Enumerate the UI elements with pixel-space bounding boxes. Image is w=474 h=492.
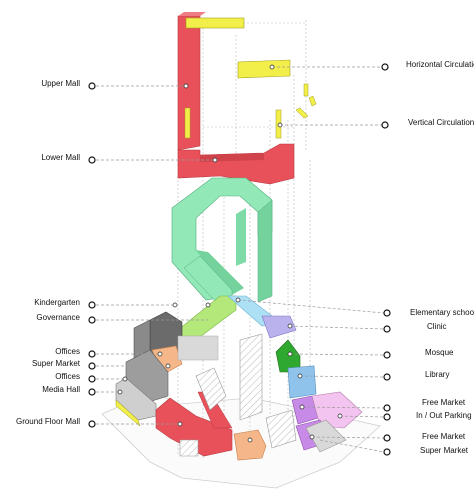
media-hall-marker	[88, 388, 96, 396]
left-labels: Upper Mall Lower Mall Kindergarten Gover…	[16, 79, 96, 428]
kindergarten-marker	[88, 301, 96, 309]
label-free-market-bottom: Free Market	[422, 432, 466, 441]
label-kindergarten: Kindergarten	[34, 298, 80, 307]
super-market-left-marker	[88, 362, 96, 370]
education-band	[177, 295, 297, 341]
free-market-top-marker	[383, 404, 391, 412]
library-marker	[383, 373, 391, 381]
label-vertical-circulation: Vertical Circulation	[408, 118, 474, 127]
label-elementary-school: Elementary school	[410, 308, 474, 317]
offices-bottom-marker	[88, 375, 96, 383]
label-in-out-parking: In / Out Parking	[416, 411, 472, 420]
label-library: Library	[425, 370, 449, 379]
leaders	[96, 66, 385, 453]
ground-floor-mall-marker	[88, 420, 96, 428]
label-ground-floor-mall: Ground Floor Mall	[16, 417, 80, 426]
label-clinic: Clinic	[427, 322, 447, 331]
left-cluster	[115, 311, 219, 427]
upper-mall-marker	[88, 82, 96, 90]
super-market-right-marker	[383, 448, 391, 456]
label-super-market-right: Super Market	[420, 446, 469, 455]
right-labels: Horizontal Circulation Vertical Circulat…	[381, 60, 474, 456]
vertical-circulation-marker	[381, 121, 389, 129]
label-lower-mall: Lower Mall	[41, 153, 80, 162]
right-cluster	[275, 339, 363, 453]
label-mosque: Mosque	[425, 348, 454, 357]
elementary-school-marker	[383, 309, 391, 317]
label-horizontal-circulation: Horizontal Circulation	[406, 60, 474, 69]
horizontal-circulation-volumes	[185, 17, 317, 119]
governance-marker	[88, 316, 96, 324]
label-media-hall: Media Hall	[42, 385, 80, 394]
label-free-market-top: Free Market	[422, 398, 466, 407]
label-governance: Governance	[36, 313, 80, 322]
label-offices-bottom: Offices	[55, 372, 80, 381]
label-offices-top: Offices	[55, 347, 80, 356]
label-upper-mall: Upper Mall	[41, 79, 80, 88]
in-out-parking-marker	[383, 413, 391, 421]
free-market-bottom-marker	[383, 434, 391, 442]
offices-top-marker	[88, 350, 96, 358]
clinic-marker	[383, 325, 391, 333]
horizontal-circulation-marker	[381, 63, 389, 71]
marker-pins	[117, 64, 343, 443]
hatched-voids	[179, 333, 297, 457]
label-super-market-left: Super Market	[32, 359, 81, 368]
lower-mall-marker	[88, 156, 96, 164]
mosque-marker	[383, 351, 391, 359]
green-linked-volumes	[171, 177, 273, 305]
upper-mall-volume	[177, 12, 206, 151]
